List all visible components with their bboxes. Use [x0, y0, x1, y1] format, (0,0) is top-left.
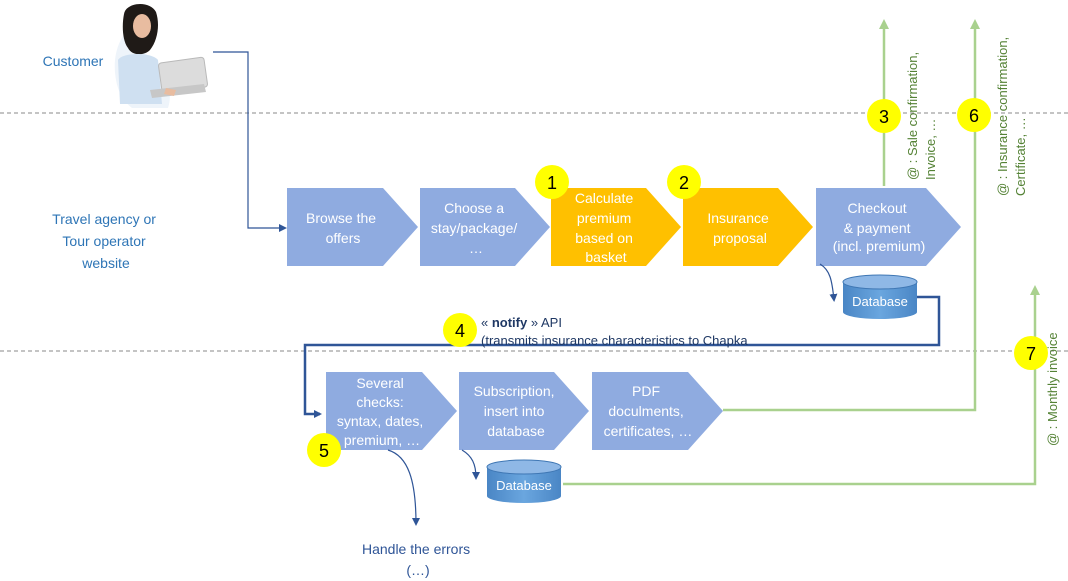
sale-confirmation-label: @ : Sale confirmation, Invoice, … — [905, 48, 938, 180]
svg-text:5: 5 — [319, 441, 329, 461]
step-choose-stay: Choose a stay/package/ … — [420, 188, 550, 266]
svg-text:Database: Database — [852, 294, 908, 309]
svg-text:PDF doculments, ce: PDF doculments, certificates, … — [604, 383, 693, 439]
svg-text:Checkout & payment: Checkout & payment (incl. premium) — [833, 200, 926, 254]
svg-text:4: 4 — [455, 321, 465, 341]
notify-api-label: « notify » API — [481, 315, 562, 330]
svg-text:Choose a stay/package/: Choose a stay/package/ … — [431, 200, 521, 256]
step-subscription: Subscription, insert into database — [459, 372, 589, 450]
svg-text:7: 7 — [1026, 344, 1036, 364]
customer-to-browse-connector — [213, 51, 287, 232]
notify-api-description: (transmits insurance characteristics to … — [481, 333, 748, 348]
lane-label-agency: Travel agency or Tour operator website — [52, 211, 160, 271]
svg-text:@ : Monthly invoice: @ : Monthly invoice — [1045, 332, 1060, 446]
svg-text:@ : Sale confirmation, I: @ : Sale confirmation, Invoice, … — [905, 48, 938, 180]
svg-text:2: 2 — [679, 173, 689, 193]
step-badge-2: 2 — [667, 165, 701, 199]
handle-errors-label: Handle the errors (…) — [362, 541, 474, 578]
step-pdf-documents: PDF doculments, certificates, … — [592, 372, 723, 450]
svg-text:@ : Insurance confirmation,: @ : Insurance confirmation, Certificate,… — [995, 33, 1028, 196]
step-badge-4: 4 — [443, 313, 477, 347]
svg-text:Browse the offers: Browse the offers — [306, 210, 380, 246]
step-checkout-payment: Checkout & payment (incl. premium) — [816, 188, 961, 266]
insurance-confirmation-label: @ : Insurance confirmation, Certificate,… — [995, 33, 1028, 196]
svg-text:6: 6 — [969, 106, 979, 126]
database-top: Database — [842, 274, 918, 319]
svg-text:Database: Database — [496, 478, 552, 493]
person-with-laptop-icon — [114, 3, 208, 108]
svg-text:Insurance proposal: Insurance proposal — [707, 210, 772, 246]
notify-api-connector — [303, 295, 941, 418]
step-badge-3: 3 — [867, 99, 901, 133]
step-badge-1: 1 — [535, 165, 569, 199]
svg-text:1: 1 — [547, 173, 557, 193]
svg-text:Subscription, insert int: Subscription, insert into database — [474, 383, 559, 439]
svg-text:3: 3 — [879, 107, 889, 127]
step-browse-offers: Browse the offers — [287, 188, 418, 266]
step-insurance-proposal: Insurance proposal — [683, 188, 813, 266]
svg-text:Calculate premium: Calculate premium based on basket — [575, 190, 637, 265]
checkout-to-database-arrow — [819, 263, 838, 302]
svg-text:Several checks: sy: Several checks: syntax, dates, premium, … — [337, 375, 427, 448]
step-badge-7: 7 — [1014, 336, 1048, 370]
step-badge-6: 6 — [957, 98, 991, 132]
lane-label-customer: Customer — [43, 53, 104, 69]
step-several-checks: Several checks: syntax, dates, premium, … — [326, 372, 457, 450]
monthly-invoice-label: @ : Monthly invoice — [1045, 332, 1060, 446]
database-bottom: Database — [486, 459, 562, 503]
step-calculate-premium: Calculate premium based on basket — [551, 188, 681, 266]
subscription-to-database-arrow — [461, 449, 480, 480]
insurance-confirmation-arrow — [723, 19, 980, 412]
step-badge-5: 5 — [307, 433, 341, 467]
checks-to-errors-arrow — [387, 449, 420, 526]
